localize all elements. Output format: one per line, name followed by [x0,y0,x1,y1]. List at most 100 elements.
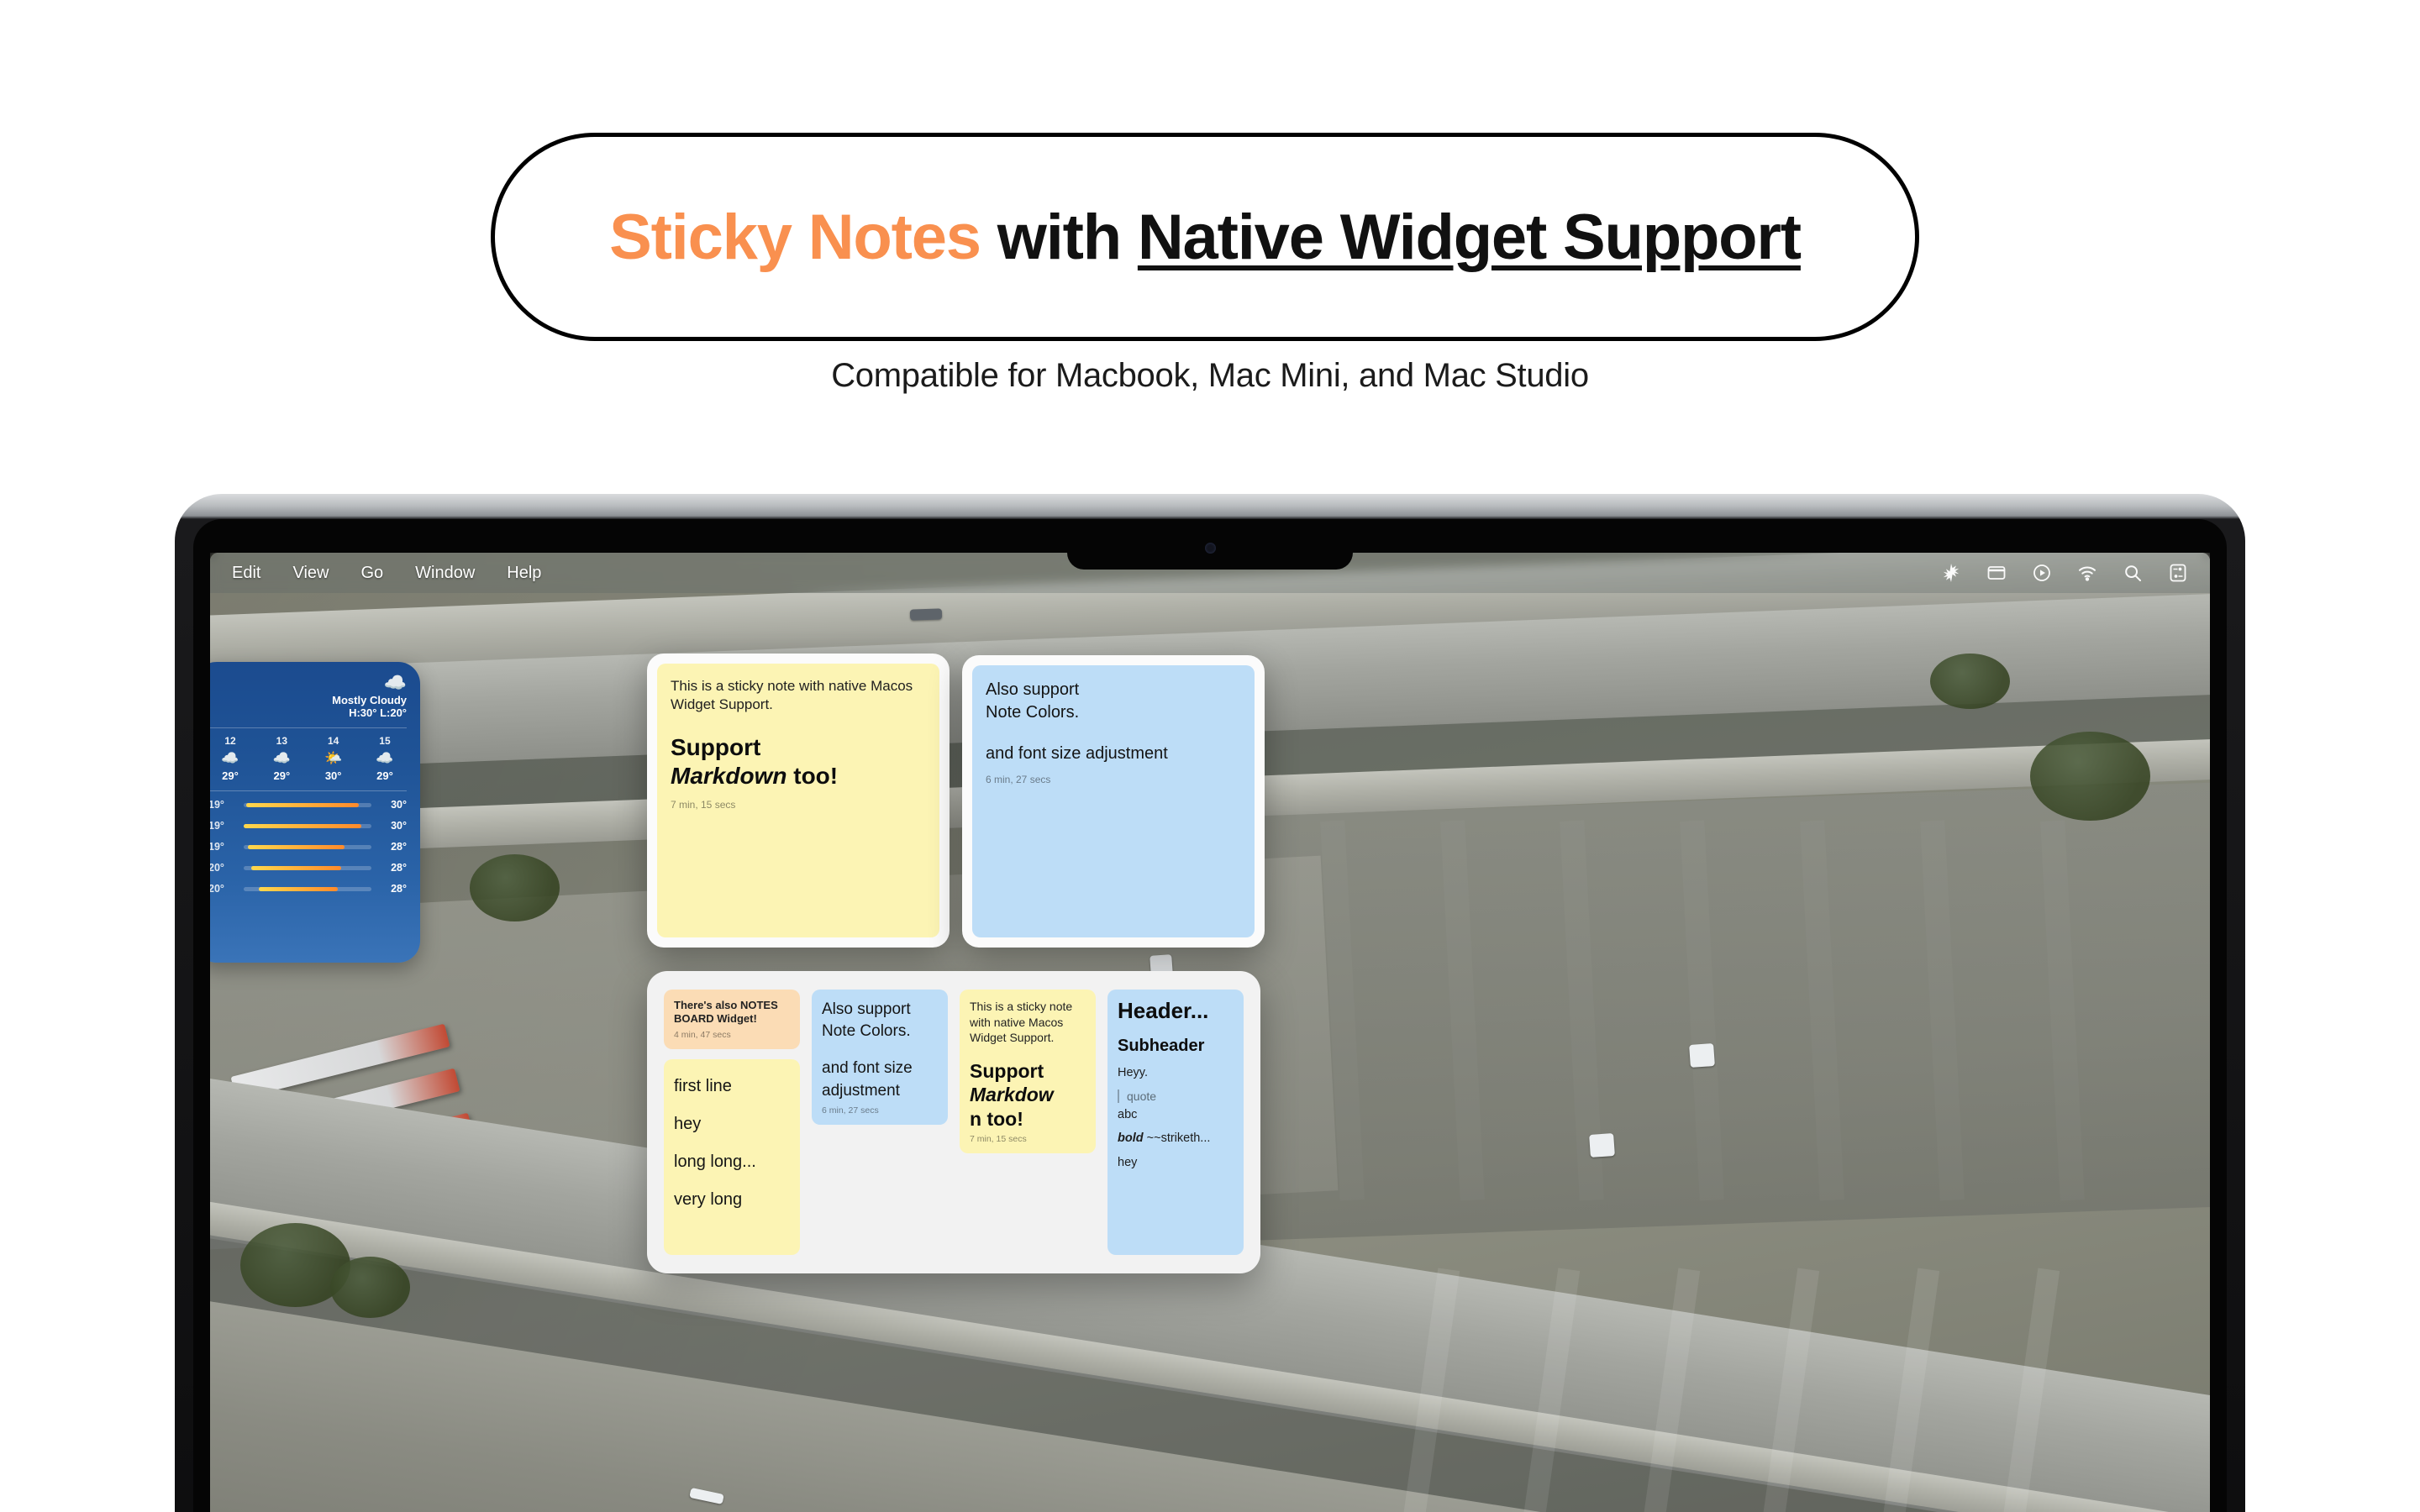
page-title: Sticky Notes with Native Widget Support [609,201,1802,274]
note-line-1: Also support [986,680,1080,699]
note-heading-tail: too! [786,763,839,790]
hero-title-pill: Sticky Notes with Native Widget Support [491,133,1919,341]
board-card-timestamp: 4 min, 47 secs [674,1029,731,1040]
board-card-strike-text: ~~striketh... [1143,1131,1211,1145]
title-underlined-text: Native Widget Support [1137,201,1802,273]
weather-hour-cell: 15 ☁️ 29° [363,735,407,782]
hour-temp: 30° [324,769,342,782]
hour-label: 12 [224,735,236,747]
board-list-item: first line [674,1076,732,1095]
board-card-subheader: Subheader [1118,1036,1205,1055]
page-subtitle: Compatible for Macbook, Mac Mini, and Ma… [831,357,1589,394]
title-middle-text: with [980,201,1138,273]
day-high: 28° [391,841,407,853]
day-low: 20° [210,862,224,874]
sticky-note-window-yellow[interactable]: This is a sticky note with native Macos … [647,654,950,948]
screen-mirroring-icon[interactable] [1986,563,2007,583]
menu-bar-items[interactable]: Edit View Go Window Help [232,564,541,583]
note-content-yellow[interactable]: This is a sticky note with native Macos … [657,664,939,937]
macbook-notch [1067,519,1353,570]
board-list-item: hey [674,1114,702,1133]
board-card-title: There's also NOTES BOARD Widget! [674,999,778,1026]
day-high: 30° [391,799,407,811]
board-card-list[interactable]: first line hey long long... very long [664,1058,800,1255]
weather-divider-top [210,727,407,728]
note-heading-line1: Support [671,733,761,760]
sticky-note-window-blue[interactable]: Also support Note Colors. and font size … [962,655,1265,948]
hour-temp: 29° [376,769,393,782]
board-card-heading-line1: Support [970,1059,1044,1082]
title-accent-text: Sticky Notes [609,201,981,273]
camera-icon [1204,542,1216,554]
board-list-item: long long... [674,1152,756,1171]
macbook-bezel: Edit View Go Window Help [193,519,2227,1512]
day-low: 19° [210,841,224,853]
weather-hourly-forecast: 12 ☁️ 29° 13 ☁️ 29° 14 🌤️ 30° [210,735,407,782]
menu-bar-status-items[interactable] [1941,563,2188,583]
cloud-icon: ☁️ [221,750,239,766]
board-list-item: very long [674,1189,743,1209]
sparkle-icon[interactable] [1941,563,1961,583]
day-high: 28° [391,862,407,874]
board-card-note-colors[interactable]: Also support Note Colors. and font size … [812,990,948,1125]
note-timestamp: 7 min, 15 secs [671,799,736,811]
day-low: 20° [210,883,224,895]
note-timestamp: 6 min, 27 secs [986,774,1051,785]
menu-item-help[interactable]: Help [507,563,542,582]
board-column-4: Header... Subheader Heyy. quote abc bold… [1107,990,1244,1255]
weather-high-low: H:30° L:20° [349,706,407,719]
macbook-screen: Edit View Go Window Help [210,553,2210,1512]
now-playing-icon[interactable] [2032,563,2052,583]
weather-day-row: 19° 30° [210,799,407,811]
note-heading-line2: Markdown too! [671,762,926,790]
weather-widget[interactable]: ☁️ Mostly Cloudy H:30° L:20° 12 ☁️ 29° 1… [210,662,420,963]
menu-item-view[interactable]: View [292,563,329,582]
board-card-text-b: and font size adjustment [822,1059,913,1100]
board-column-2: Also support Note Colors. and font size … [812,990,948,1255]
hour-label: 13 [276,735,287,747]
wifi-icon[interactable] [2077,563,2097,583]
day-low: 19° [210,820,224,832]
board-card-heading-line2: Markdow [970,1083,1086,1107]
control-center-icon[interactable] [2168,563,2188,583]
menu-item-window[interactable]: Window [415,563,476,582]
note-heading-italic: Markdown [671,763,787,790]
cloud-icon: ☁️ [383,672,407,693]
board-card-header: Header... [1118,998,1209,1023]
note-content-blue[interactable]: Also support Note Colors. and font size … [972,665,1255,937]
note-intro-text: This is a sticky note with native Macos … [671,678,913,713]
temp-range-bar [244,823,371,828]
hour-label: 15 [379,735,391,747]
hour-label: 14 [327,735,339,747]
macos-menu-bar[interactable]: Edit View Go Window Help [210,553,2210,593]
menu-item-go[interactable]: Go [360,563,384,582]
board-card-heading-line3: n too! [970,1107,1023,1130]
day-high: 30° [391,820,407,832]
weather-hour-cell: 13 ☁️ 29° [260,735,303,782]
weather-current: ☁️ Mostly Cloudy H:30° L:20° [210,672,407,720]
cloud-icon: ☁️ [272,750,291,766]
weather-hour-cell: 14 🌤️ 30° [312,735,355,782]
weather-hour-cell: 12 ☁️ 29° [210,735,252,782]
board-card-markdown[interactable]: This is a sticky note with native Macos … [960,990,1096,1154]
notes-board-widget[interactable]: There's also NOTES BOARD Widget! 4 min, … [647,971,1260,1273]
board-column-3: This is a sticky note with native Macos … [960,990,1096,1255]
weather-divider-bottom [210,790,407,791]
spotlight-search-icon[interactable] [2123,563,2143,583]
board-card-hey: hey [1118,1155,1138,1169]
weather-daily-forecast: 19° 30° 19° 30° 19° 28° [210,799,407,895]
weather-day-row: 20° 28° [210,862,407,874]
board-card-bold-text: bold [1118,1131,1144,1145]
macbook-mockup: Edit View Go Window Help [175,494,2245,1512]
hour-temp: 29° [222,769,239,782]
menu-item-edit[interactable]: Edit [232,563,261,582]
weather-day-row: 19° 30° [210,820,407,832]
board-column-1: There's also NOTES BOARD Widget! 4 min, … [664,990,800,1255]
temp-range-bar [244,865,371,870]
temp-range-bar [244,844,371,849]
board-card-notes-board[interactable]: There's also NOTES BOARD Widget! 4 min, … [664,990,800,1049]
day-high: 28° [391,883,407,895]
board-card-markdown-demo[interactable]: Header... Subheader Heyy. quote abc bold… [1107,990,1244,1255]
board-card-abc: abc [1118,1107,1138,1121]
